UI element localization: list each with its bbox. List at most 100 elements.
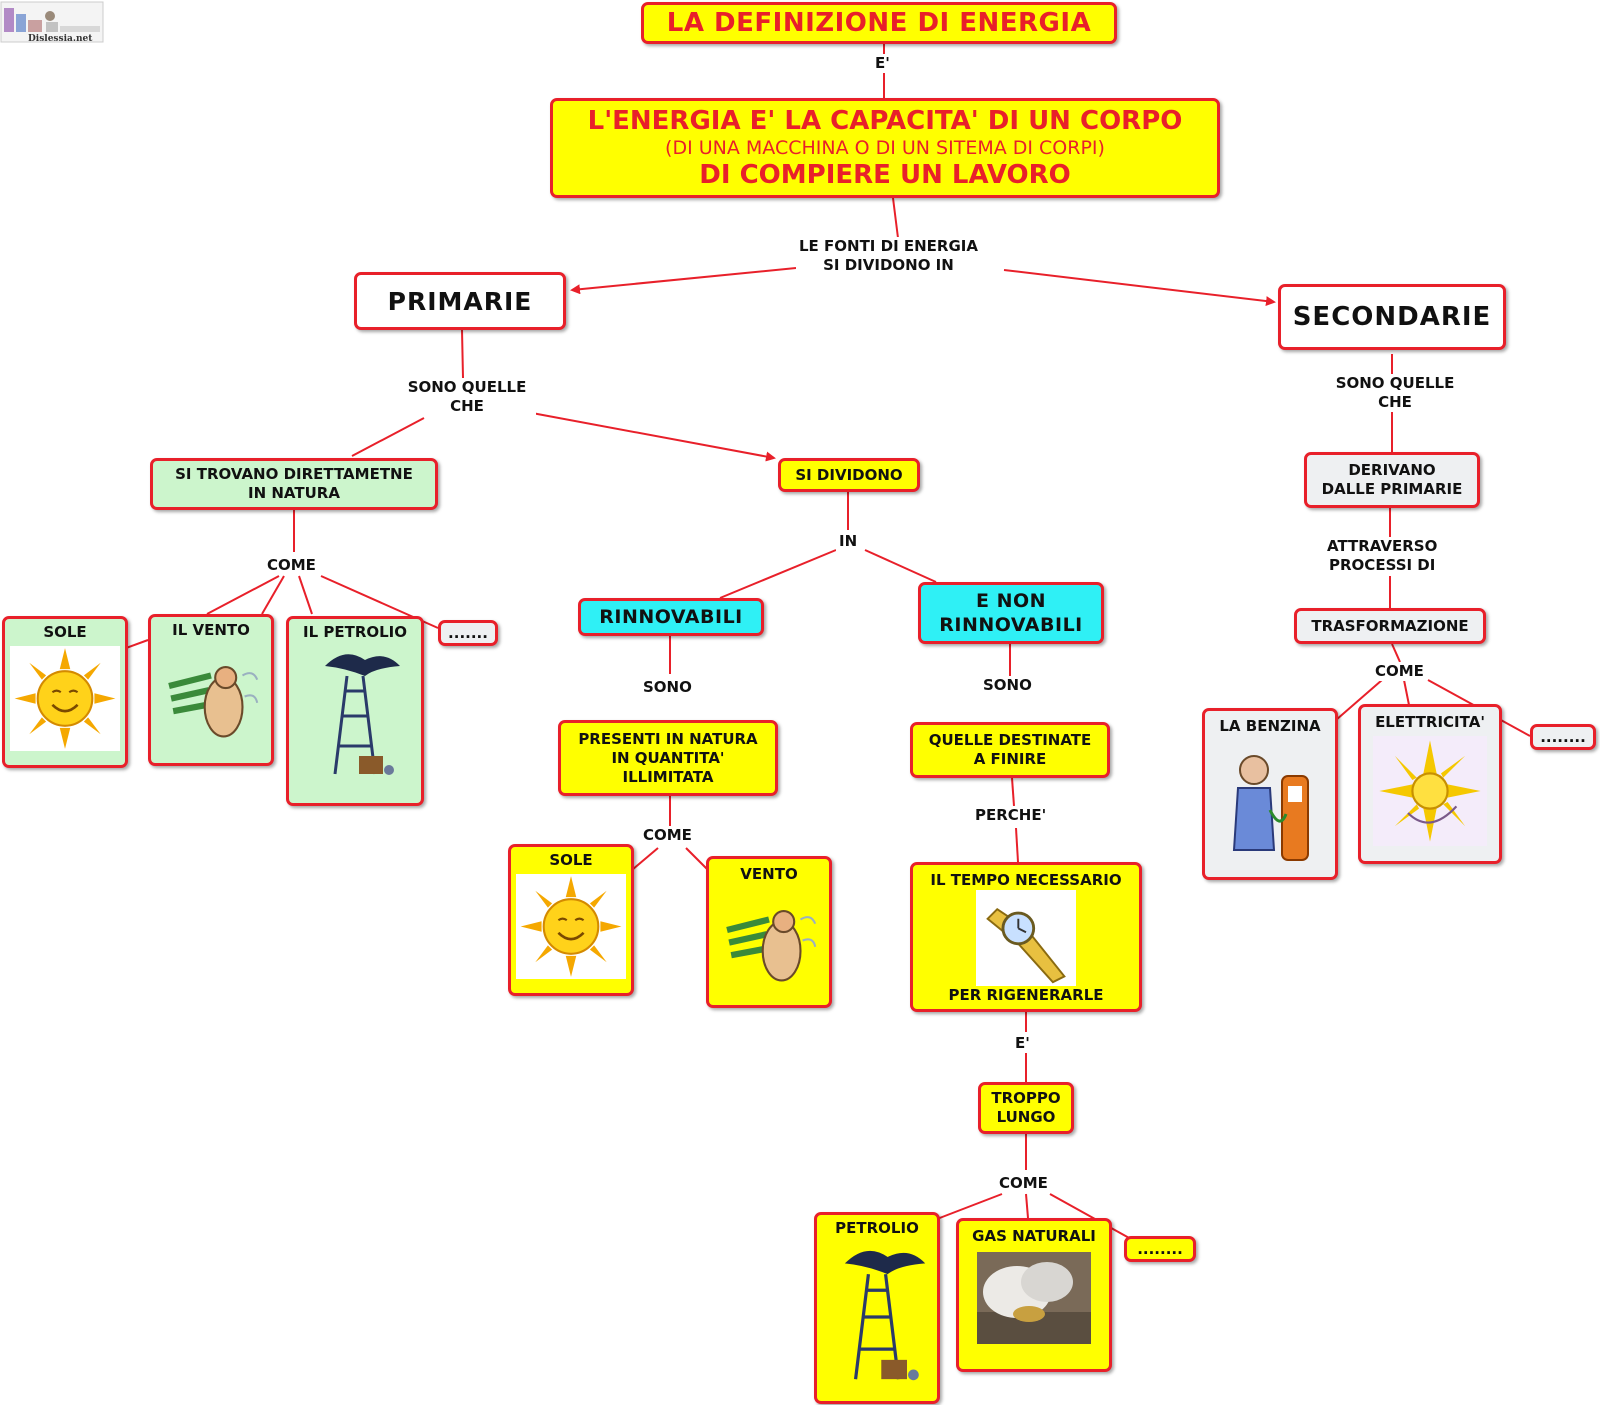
tempo-node: IL TEMPO NECESSARIO PER RIGENERARLE — [910, 862, 1142, 1012]
petrolio-label-a: IL PETROLIO — [302, 623, 408, 641]
primarie-text: PRIMARIE — [387, 286, 533, 316]
label-sono-quelle-2: SONO QUELLE CHE — [1326, 374, 1464, 412]
link — [631, 847, 659, 871]
definition-line-2: (DI UNA MACCHINA O DI UN SITEMA DI CORPI… — [665, 137, 1105, 159]
more-node-a: ....... — [438, 620, 498, 646]
label-perche: PERCHE' — [972, 806, 1050, 825]
oil-derrick-icon — [300, 646, 410, 786]
more-label-b: ........ — [1137, 1239, 1183, 1258]
link — [1391, 643, 1401, 663]
wind-icon — [714, 888, 824, 993]
non-rinnovabili-node: E NON RINNOVABILI — [918, 582, 1104, 644]
benzina-label: LA BENZINA — [1219, 717, 1321, 735]
vento-node-a: IL VENTO — [148, 614, 274, 766]
link — [1025, 1193, 1029, 1219]
watch-icon — [976, 890, 1076, 986]
petrolio-node-b: PETROLIO — [814, 1212, 940, 1404]
si-trovano-node: SI TROVANO DIRETTAMETNE IN NATURA — [150, 458, 438, 510]
gas-node: GAS NATURALI — [956, 1218, 1112, 1372]
electricity-icon — [1373, 736, 1487, 846]
fuel-pump-icon — [1215, 740, 1325, 870]
definition-node: L'ENERGIA E' LA CAPACITA' DI UN CORPO (D… — [550, 98, 1220, 198]
elettricita-label: ELETTRICITA' — [1375, 713, 1485, 731]
svg-text:Dislessia.net: Dislessia.net — [28, 34, 93, 44]
rinnovabili-node: RINNOVABILI — [578, 598, 764, 636]
secondarie-text: SECONDARIE — [1292, 302, 1492, 332]
gas-label: GAS NATURALI — [972, 1227, 1096, 1245]
primarie-node: PRIMARIE — [354, 272, 566, 330]
troppo-node: TROPPO LUNGO — [978, 1082, 1074, 1134]
more-label-c: ........ — [1540, 727, 1586, 746]
link — [570, 267, 797, 295]
secondarie-node: SECONDARIE — [1278, 284, 1506, 350]
label-come-4: COME — [1372, 662, 1427, 681]
destinate-node: QUELLE DESTINATE A FINIRE — [910, 722, 1110, 778]
sun-icon — [10, 646, 120, 751]
label-come-3: COME — [996, 1174, 1051, 1193]
benzina-node: LA BENZINA — [1202, 708, 1338, 880]
link — [892, 197, 899, 239]
elettricita-node: ELETTRICITA' — [1358, 704, 1502, 864]
link — [1011, 777, 1015, 807]
link — [461, 329, 464, 379]
link — [298, 575, 313, 615]
more-node-b: ........ — [1124, 1236, 1196, 1262]
si-dividono-node: SI DIVIDONO — [778, 458, 920, 492]
tempo-label-top: IL TEMPO NECESSARIO — [930, 871, 1122, 889]
derivano-text: DERIVANO DALLE PRIMARIE — [1321, 461, 1463, 498]
link — [1003, 269, 1276, 307]
derivano-node: DERIVANO DALLE PRIMARIE — [1304, 452, 1480, 508]
sole-node-b: SOLE — [508, 844, 634, 996]
si-dividono-text: SI DIVIDONO — [795, 465, 903, 484]
label-attraverso: ATTRAVERSO PROCESSI DI — [1324, 537, 1441, 575]
label-sono-2: SONO — [980, 676, 1035, 695]
sun-icon — [516, 874, 626, 979]
sole-label-a: SOLE — [43, 623, 87, 641]
vento-label-a: IL VENTO — [172, 621, 250, 639]
more-node-c: ........ — [1530, 724, 1596, 750]
tempo-label-bottom: PER RIGENERARLE — [948, 986, 1104, 1004]
trasformazione-text: TRASFORMAZIONE — [1311, 616, 1469, 635]
label-in: IN — [836, 532, 861, 551]
gas-vent-photo — [977, 1252, 1091, 1344]
link — [1015, 827, 1019, 863]
dislessia-logo: Dislessia.net — [0, 0, 104, 44]
definition-line-3: DI COMPIERE UN LAVORO — [699, 160, 1071, 190]
petrolio-label-b: PETROLIO — [835, 1219, 919, 1237]
presenti-node: PRESENTI IN NATURA IN QUANTITA' ILLIMITA… — [558, 720, 778, 796]
petrolio-node-a: IL PETROLIO — [286, 616, 424, 806]
label-e-1: E' — [872, 54, 893, 73]
link — [719, 549, 837, 599]
link — [125, 639, 149, 649]
label-sono-1: SONO — [640, 678, 695, 697]
wind-icon — [156, 644, 266, 749]
troppo-text: TROPPO LUNGO — [991, 1089, 1061, 1126]
rinnovabili-text: RINNOVABILI — [599, 606, 743, 628]
label-come-2: COME — [640, 826, 695, 845]
vento-label-b: VENTO — [740, 865, 798, 883]
link — [531, 412, 776, 462]
label-e-2: E' — [1012, 1034, 1033, 1053]
link — [351, 417, 425, 457]
label-sono-quelle-1: SONO QUELLE CHE — [398, 378, 536, 416]
non-rinnovabili-text: E NON RINNOVABILI — [939, 590, 1083, 636]
label-come-1: COME — [264, 556, 319, 575]
link — [206, 575, 280, 615]
title-node: LA DEFINIZIONE DI ENERGIA — [641, 2, 1117, 44]
destinate-text: QUELLE DESTINATE A FINIRE — [928, 731, 1092, 768]
title-text: LA DEFINIZIONE DI ENERGIA — [666, 8, 1092, 38]
presenti-text: PRESENTI IN NATURA IN QUANTITA' ILLIMITA… — [578, 729, 758, 786]
link — [864, 549, 937, 583]
sole-node-a: SOLE — [2, 616, 128, 768]
vento-node-b: VENTO — [706, 856, 832, 1008]
label-fonti: LE FONTI DI ENERGIA SI DIVIDONO IN — [796, 237, 981, 275]
trasformazione-node: TRASFORMAZIONE — [1294, 608, 1486, 644]
si-trovano-text: SI TROVANO DIRETTAMETNE IN NATURA — [175, 465, 413, 502]
oil-derrick-icon — [822, 1242, 932, 1392]
link — [261, 575, 285, 615]
link — [1335, 679, 1383, 721]
more-label-a: ....... — [448, 623, 488, 642]
sole-label-b: SOLE — [549, 851, 593, 869]
link — [685, 847, 709, 871]
